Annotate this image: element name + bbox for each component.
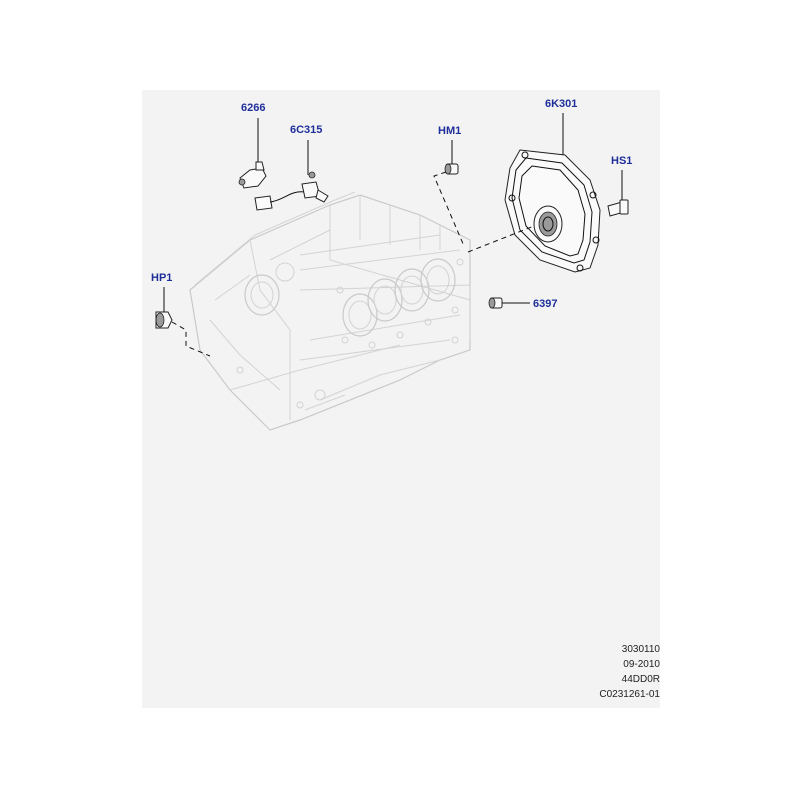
footer-code-2: 44DD0R <box>621 674 660 685</box>
part-hm1-plug[interactable] <box>444 163 459 175</box>
callout-6c315[interactable]: 6C315 <box>290 124 322 136</box>
callout-hp1[interactable]: HP1 <box>151 272 172 284</box>
callout-6k301[interactable]: 6K301 <box>545 98 577 110</box>
part-6k301-seal-retainer[interactable] <box>504 149 601 273</box>
footer-code-1: 3030110 <box>621 644 660 655</box>
dashed-line-6k301 <box>467 225 535 253</box>
engine-block <box>189 191 471 431</box>
callout-hs1[interactable]: HS1 <box>611 155 632 167</box>
part-hp1-plug[interactable] <box>155 311 173 329</box>
part-hs1-bolt[interactable] <box>607 199 629 217</box>
part-6c315-sensor[interactable] <box>254 171 329 211</box>
callout-hm1[interactable]: HM1 <box>438 125 461 137</box>
callout-6397[interactable]: 6397 <box>533 298 557 310</box>
part-6266-sensor[interactable] <box>238 161 267 189</box>
footer-date: 09-2010 <box>623 659 660 670</box>
dashed-line-hm1 <box>433 171 465 247</box>
footer-drawing-number: C0231261-01 <box>599 689 660 700</box>
dashed-line-hp1 <box>171 321 211 357</box>
part-6397-plug[interactable] <box>488 297 503 309</box>
callout-6266[interactable]: 6266 <box>241 102 265 114</box>
